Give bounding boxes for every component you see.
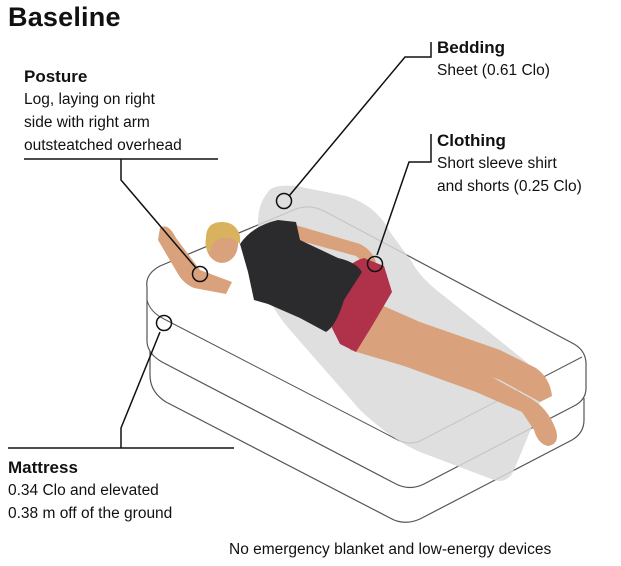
bedding-leader [289,42,431,196]
footer-note: No emergency blanket and low-energy devi… [229,541,551,559]
